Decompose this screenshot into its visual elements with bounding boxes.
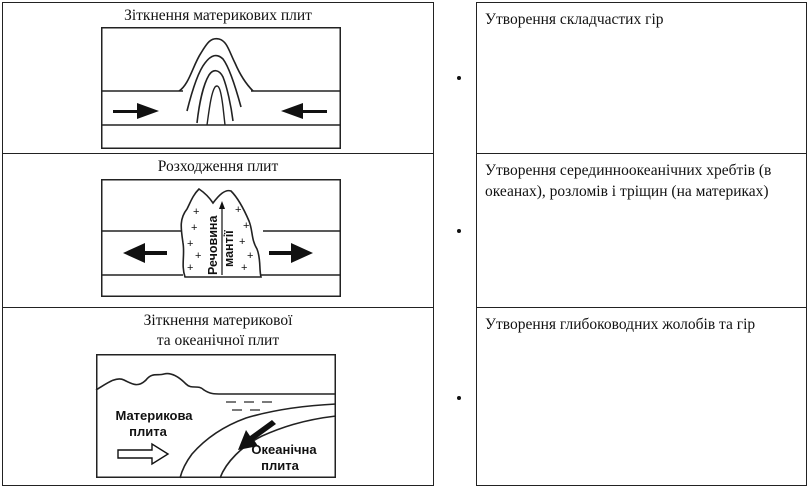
svg-text:+: + bbox=[239, 236, 245, 248]
result-cell: Утворення глибоководних жолобів та гір bbox=[476, 307, 807, 486]
continental-plate-label-1: Материкова bbox=[115, 408, 193, 423]
result-cell: Утворення складчастих гір bbox=[476, 2, 807, 154]
mantle-upwelling bbox=[180, 187, 263, 278]
arrow-down-left bbox=[238, 420, 276, 450]
arrow-left bbox=[281, 103, 327, 119]
continental-relief bbox=[95, 372, 336, 395]
mountain-fold-outer bbox=[178, 37, 254, 92]
process-cell-divergence: Розходження плит + + + + + + + + + + Реч… bbox=[2, 153, 434, 308]
oceanic-plate-label-1: Океанічна bbox=[251, 442, 317, 457]
process-title-line1: Зіткнення материкової bbox=[143, 312, 293, 329]
result-text: Утворення складчастих гір bbox=[485, 11, 664, 28]
svg-text:+: + bbox=[187, 262, 193, 274]
process-cell-collision-continental: Зіткнення материкових плит bbox=[2, 2, 434, 154]
connector-dot bbox=[457, 396, 461, 400]
oceanic-plate-bottom bbox=[219, 415, 337, 479]
subduction-diagram: Материкова плита Океанічна плита bbox=[95, 354, 337, 479]
divergence-diagram: + + + + + + + + + + Речовина мантії bbox=[101, 179, 341, 297]
continental-plate-label-2: плита bbox=[129, 424, 167, 439]
mantle-label-1: Речовина bbox=[206, 215, 220, 275]
mountain-fold-middle bbox=[186, 54, 242, 112]
process-cell-subduction: Зіткнення материкової та океанічної плит… bbox=[2, 307, 434, 486]
continental-collision-diagram bbox=[101, 27, 341, 149]
svg-text:+: + bbox=[241, 262, 247, 274]
svg-text:+: + bbox=[187, 238, 193, 250]
mantle-plus-signs: + + + + + + + + + + bbox=[187, 204, 253, 274]
arrow-right bbox=[113, 103, 159, 119]
oceanic-plate-top bbox=[179, 403, 337, 479]
svg-text:+: + bbox=[193, 206, 199, 218]
result-text: Утворення серединноокеанічних хребтів (в… bbox=[485, 162, 772, 200]
connector-dot bbox=[457, 229, 461, 233]
result-cell: Утворення серединноокеанічних хребтів (в… bbox=[476, 153, 807, 308]
process-title-line2: та океанічної плит bbox=[156, 332, 280, 349]
mountain-fold-inner bbox=[196, 69, 234, 124]
arrow-left bbox=[123, 243, 167, 263]
ocean-water bbox=[226, 401, 272, 411]
svg-text:+: + bbox=[247, 250, 253, 262]
svg-text:+: + bbox=[191, 222, 197, 234]
process-title: Зіткнення материкових плит bbox=[124, 7, 312, 24]
svg-text:+: + bbox=[243, 220, 249, 232]
svg-text:+: + bbox=[235, 204, 241, 216]
connector-dot bbox=[457, 76, 461, 80]
result-text: Утворення глибоководних жолобів та гір bbox=[485, 316, 756, 333]
mantle-label-2: мантії bbox=[222, 230, 236, 267]
process-title: Розходження плит bbox=[157, 158, 279, 175]
hollow-arrow-right bbox=[117, 442, 170, 466]
oceanic-plate-label-2: плита bbox=[261, 458, 299, 473]
svg-text:+: + bbox=[195, 250, 201, 262]
arrow-right bbox=[269, 243, 313, 263]
